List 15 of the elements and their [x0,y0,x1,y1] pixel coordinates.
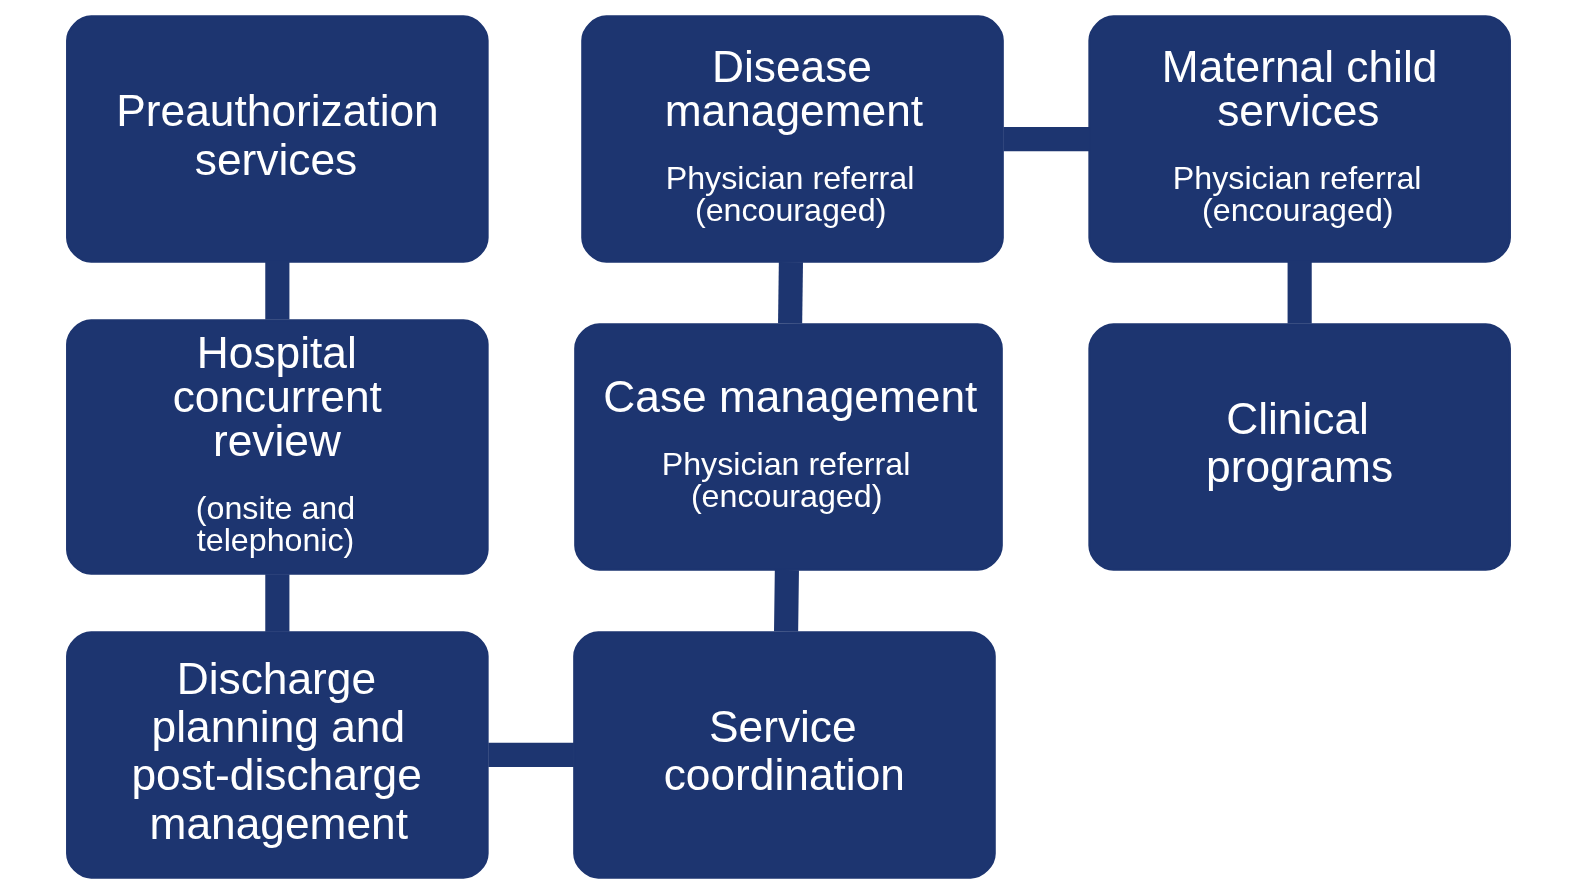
node-box: Preauthorization services [66,15,489,263]
connector [774,569,799,632]
node-box: Hospital concurrent review (onsite and telephonic) [66,319,489,575]
node-box: Service coordination [573,631,996,879]
connector [1003,127,1090,152]
connector [1287,262,1312,324]
connector [265,574,290,632]
node-box: Case management Physician referral (encouraged) [574,323,1003,571]
node-box: Clinical programs [1088,323,1511,571]
node-box: Discharge planning and post-discharge management [66,631,489,879]
node-box: Disease management Physician referral (encouraged) [581,15,1004,263]
connector [778,261,803,324]
connector [265,262,290,320]
node-box: Maternal child services Physician referral (encouraged) [1088,15,1511,263]
connector [488,742,574,767]
